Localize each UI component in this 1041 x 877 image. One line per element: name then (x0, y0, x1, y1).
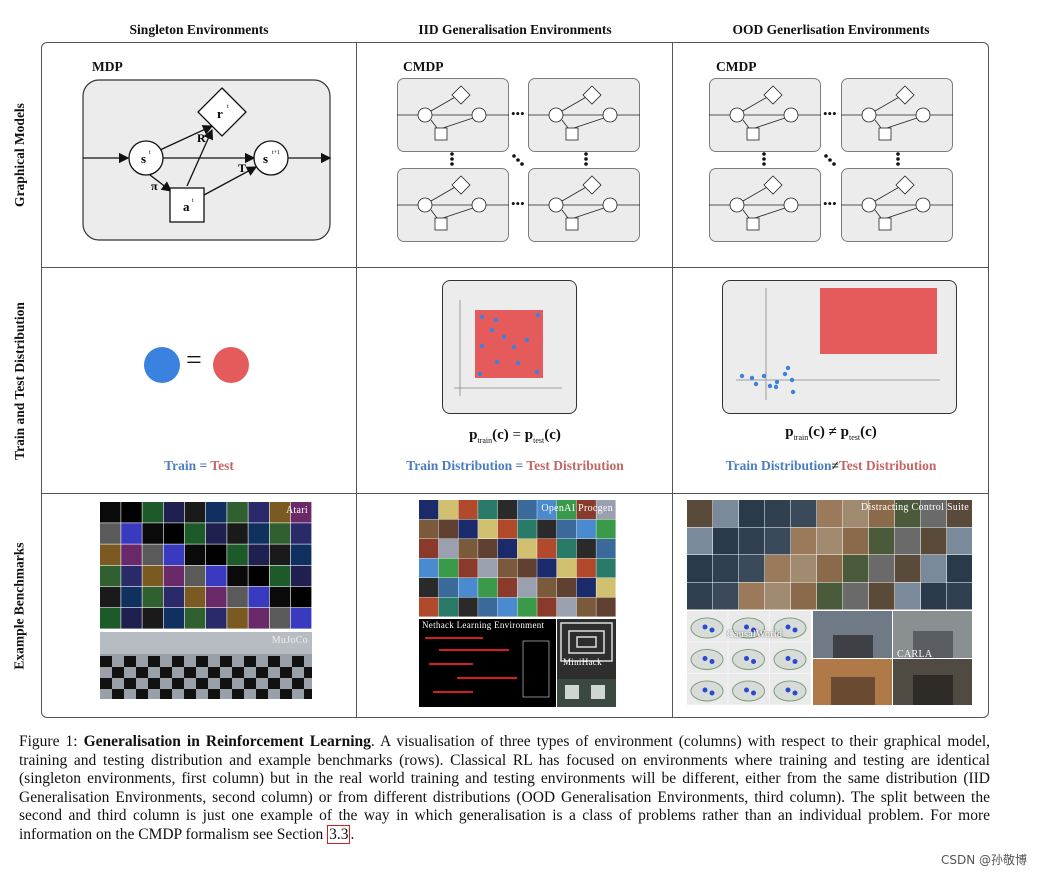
train-circle (144, 347, 180, 383)
column-header-ood: OOD Generlisation Environments (732, 22, 930, 37)
svg-text:t: t (149, 150, 151, 156)
mini-mdp (397, 78, 509, 152)
figure-grid (41, 42, 989, 718)
figure-caption: Figure 1: Generalisation in Reinforcemen… (19, 733, 991, 844)
iid-formula: ptrain(c) = ptest(c) (469, 427, 561, 445)
transition-fn-label: T (238, 161, 246, 175)
mini-mdp (709, 78, 821, 152)
ood-legend: Train Distribution≠Test Distribution (725, 458, 937, 473)
svg-text:t: t (192, 198, 194, 204)
policy-label: π (151, 179, 158, 193)
ellipsis-horizontal: ••• (511, 106, 525, 121)
action-node (169, 187, 205, 223)
next-state-label: s (263, 151, 268, 166)
distracting-control-benchmark-image: Distracting Control Suite (687, 500, 972, 610)
state-node (128, 140, 164, 176)
svg-text:t: t (227, 104, 229, 110)
reward-label: r (217, 106, 223, 121)
mini-mdp (841, 78, 953, 152)
test-region (475, 310, 543, 378)
mdp-diagram: s t s t+1 r t a t R T π (82, 79, 332, 241)
ellipsis-horizontal: ••• (511, 196, 525, 211)
minihack-benchmark-image: MiniHack (557, 619, 616, 707)
column-header-iid: IID Generalisation Environments (418, 22, 612, 37)
equals-sign: = (186, 345, 202, 376)
mdp-title: MDP (92, 59, 123, 74)
section-reference-link[interactable]: 3.3 (327, 824, 351, 844)
action-label: a (183, 199, 190, 214)
cmdp-ood-dots (762, 152, 900, 166)
grid-divider (672, 42, 673, 718)
next-state-node (253, 140, 289, 176)
ood-formula: ptrain(c) ≠ ptest(c) (785, 424, 877, 442)
reward-node (197, 87, 247, 137)
singleton-legend: Train = Test (164, 458, 234, 473)
causalworld-benchmark-image: CausalWorld (687, 611, 811, 705)
mini-mdp (397, 168, 509, 242)
watermark: CSDN @孙敬博 (940, 853, 1027, 867)
svg-text:t+1: t+1 (272, 150, 280, 156)
cmdp-iid-dots (450, 152, 588, 166)
test-region (820, 288, 937, 354)
mujoco-benchmark-image: MuJoCo (100, 632, 312, 699)
mini-mdp (709, 168, 821, 242)
grid-divider (41, 267, 989, 268)
iid-legend: Train Distribution = Test Distribution (406, 458, 624, 473)
mini-mdp (528, 168, 640, 242)
procgen-benchmark-image: OpenAI Procgen (419, 500, 616, 617)
singleton-distribution (144, 347, 249, 383)
cmdp-ood-title: CMDP (716, 59, 757, 74)
ellipsis-horizontal: ••• (823, 196, 837, 211)
mini-mdp (841, 168, 953, 242)
atari-benchmark-image: Atari (100, 502, 312, 629)
row-header-train-test: Train and Test Distribution (12, 302, 28, 460)
carla-benchmark-image: CARLA (813, 611, 972, 705)
state-label: s (141, 151, 146, 166)
cmdp-iid-title: CMDP (403, 59, 444, 74)
test-circle (213, 347, 249, 383)
ood-scatter (736, 288, 940, 400)
grid-divider (356, 42, 357, 718)
mini-mdp (528, 78, 640, 152)
reward-fn-label: R (197, 131, 206, 145)
ellipsis-horizontal: ••• (823, 106, 837, 121)
grid-divider (41, 493, 989, 494)
nethack-benchmark-image: Nethack Learning Environment (419, 619, 556, 707)
iid-scatter (454, 300, 562, 396)
row-header-benchmarks: Example Benchmarks (12, 542, 28, 670)
column-header-singleton: Singleton Environments (129, 22, 269, 37)
